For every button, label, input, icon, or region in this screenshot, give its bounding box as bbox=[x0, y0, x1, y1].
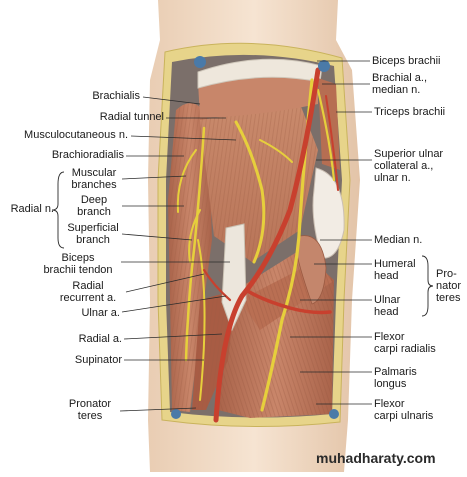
pronator-teres-bracket bbox=[421, 255, 434, 317]
arteries bbox=[202, 67, 339, 423]
label-deep-branch: Deep branch bbox=[77, 194, 111, 218]
label-brachioradialis: Brachioradialis bbox=[51, 149, 124, 161]
label-median-n: Median n. bbox=[374, 234, 423, 246]
label-biceps-brachii: Biceps brachii bbox=[372, 55, 441, 67]
label-triceps-brachii: Triceps brachii bbox=[374, 106, 446, 118]
leader-lines bbox=[119, 60, 372, 412]
watermark: muhadharaty.com bbox=[316, 450, 436, 466]
label-ulnar-head: Ulnar head bbox=[374, 294, 401, 318]
label-supinator: Supinator bbox=[74, 354, 122, 366]
label-flexor-carpi-ulnaris: Flexor carpi ulnaris bbox=[374, 398, 434, 422]
label-brachial-a-median-n: Brachial a., median n. bbox=[372, 72, 428, 96]
retraction-pins bbox=[171, 56, 339, 419]
label-radial-tunnel: Radial tunnel bbox=[99, 111, 164, 123]
label-pronator-teres: Pro- nator teres bbox=[436, 268, 462, 304]
label-pronator-teres-lower: Pronator teres bbox=[68, 398, 112, 422]
label-superficial-branch: Superficial branch bbox=[67, 222, 119, 246]
label-radial-recurrent-a: Radial recurrent a. bbox=[59, 280, 117, 304]
radial-n-bracket bbox=[51, 171, 65, 249]
label-humeral-head: Humeral head bbox=[374, 258, 416, 282]
label-ulnar-a: Ulnar a. bbox=[81, 307, 120, 319]
label-muscular-branches: Muscular branches bbox=[71, 167, 117, 191]
label-brachialis: Brachialis bbox=[92, 90, 140, 102]
label-palmaris-longus: Palmaris longus bbox=[374, 366, 417, 390]
biceps-belly bbox=[198, 70, 318, 118]
label-superior-ulnar-collateral: Superior ulnar collateral a., ulnar n. bbox=[374, 148, 444, 184]
label-flexor-carpi-radialis: Flexor carpi radialis bbox=[374, 331, 436, 355]
label-radial-a: Radial a. bbox=[78, 333, 122, 345]
label-biceps-brachii-tendon: Biceps brachii tendon bbox=[43, 252, 113, 276]
label-radial-n: Radial n. bbox=[10, 203, 54, 215]
label-musculocutaneous-n: Musculocutaneous n. bbox=[24, 129, 128, 141]
